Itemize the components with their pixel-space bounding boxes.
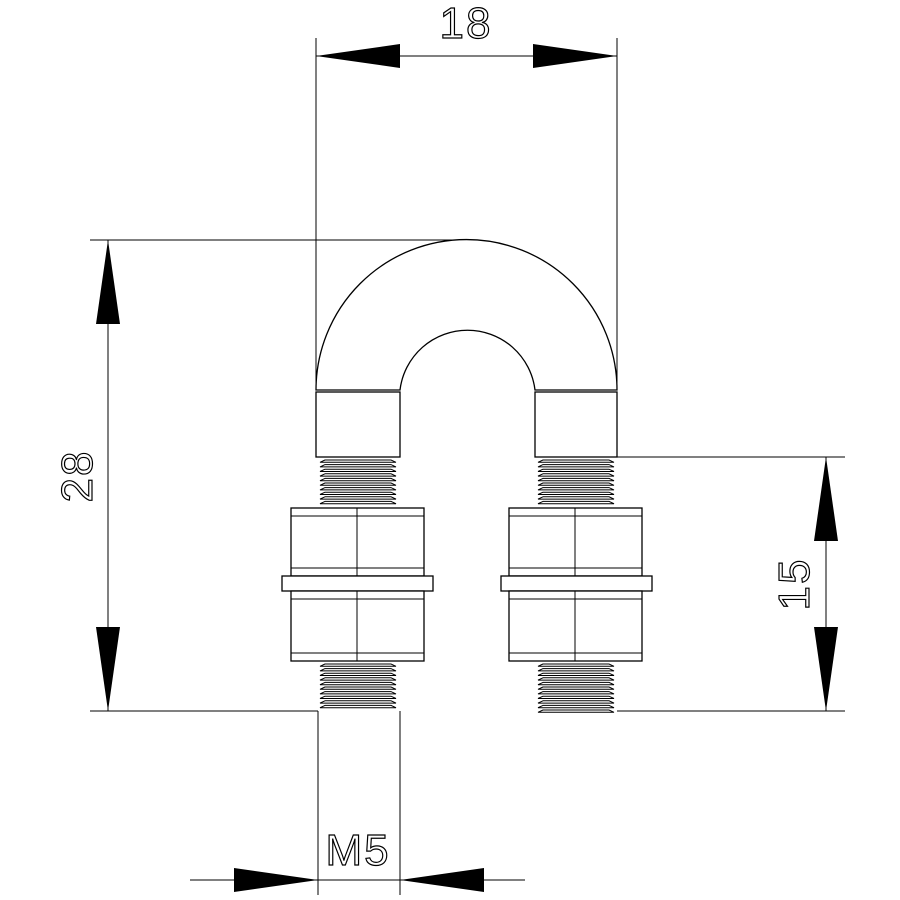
thread-crest <box>319 491 397 495</box>
thread-right-upper <box>537 458 615 506</box>
u-bolt-body <box>315 238 618 458</box>
thread-length-dimension-label: 15 <box>770 558 819 611</box>
thread-crest <box>537 686 615 690</box>
u-bolt-shank-right <box>534 391 618 458</box>
width-arrow-left <box>316 44 400 68</box>
thread-crest <box>319 677 397 681</box>
thread-crest <box>537 496 615 500</box>
thread-crest <box>537 482 615 486</box>
thread-left-lower <box>319 662 397 709</box>
thread-length-arrow-top <box>814 457 838 541</box>
thread-crest <box>537 691 615 695</box>
width-dimension-label: 18 <box>440 0 493 48</box>
width-arrow-right <box>533 44 617 68</box>
width-dimension: 18 <box>315 0 618 390</box>
thread-left-upper <box>319 458 397 506</box>
thread-crest <box>319 459 397 463</box>
thread-crest <box>319 691 397 695</box>
height-arrow-top <box>96 240 120 324</box>
thread-crest <box>319 487 397 491</box>
thread-crest <box>537 487 615 491</box>
height-arrow-bottom <box>96 627 120 711</box>
thread-crest <box>319 695 397 699</box>
thread-length-arrow-bottom <box>814 627 838 711</box>
thread-crest <box>319 477 397 482</box>
thread-crest <box>319 681 397 686</box>
thread-crest <box>319 468 397 472</box>
thread-crest <box>537 491 615 495</box>
thread-group <box>319 458 615 713</box>
thread-right-lower <box>537 662 615 713</box>
thread-crest <box>319 464 397 468</box>
thread-crest <box>319 473 397 477</box>
thread-crest <box>537 672 615 676</box>
thread-crest <box>319 704 397 709</box>
washer-right <box>500 575 653 592</box>
height-dimension: 28 <box>52 239 466 712</box>
thread-size-arrow-left <box>234 868 318 892</box>
thread-crest <box>537 500 615 505</box>
u-bolt-bend <box>315 238 618 391</box>
thread-crest <box>537 468 615 472</box>
thread-crest <box>319 496 397 500</box>
nut-assembly-left <box>281 507 434 662</box>
thread-crest <box>319 700 397 704</box>
thread-size-dimension: M5 <box>190 711 525 895</box>
thread-crest <box>537 700 615 704</box>
thread-length-dimension: 15 <box>617 456 845 712</box>
thread-crest <box>319 663 397 667</box>
thread-crest <box>537 459 615 463</box>
nut-assembly-right <box>500 507 653 662</box>
thread-size-dimension-label: M5 <box>325 826 390 875</box>
thread-crest <box>537 464 615 468</box>
thread-crest <box>537 704 615 709</box>
height-dimension-label: 28 <box>53 450 102 503</box>
thread-crest <box>319 482 397 486</box>
thread-crest <box>319 672 397 676</box>
thread-crest <box>537 663 615 667</box>
thread-size-arrow-right <box>400 868 484 892</box>
thread-crest <box>319 668 397 672</box>
thread-crest <box>537 677 615 681</box>
thread-crest <box>319 500 397 505</box>
thread-crest <box>537 709 615 713</box>
thread-crest <box>537 695 615 699</box>
u-bolt-shank-left <box>315 391 401 458</box>
thread-crest <box>537 668 615 672</box>
thread-crest <box>537 681 615 686</box>
thread-crest <box>537 477 615 482</box>
thread-crest <box>537 473 615 477</box>
washer-left <box>281 575 434 592</box>
thread-crest <box>319 686 397 690</box>
